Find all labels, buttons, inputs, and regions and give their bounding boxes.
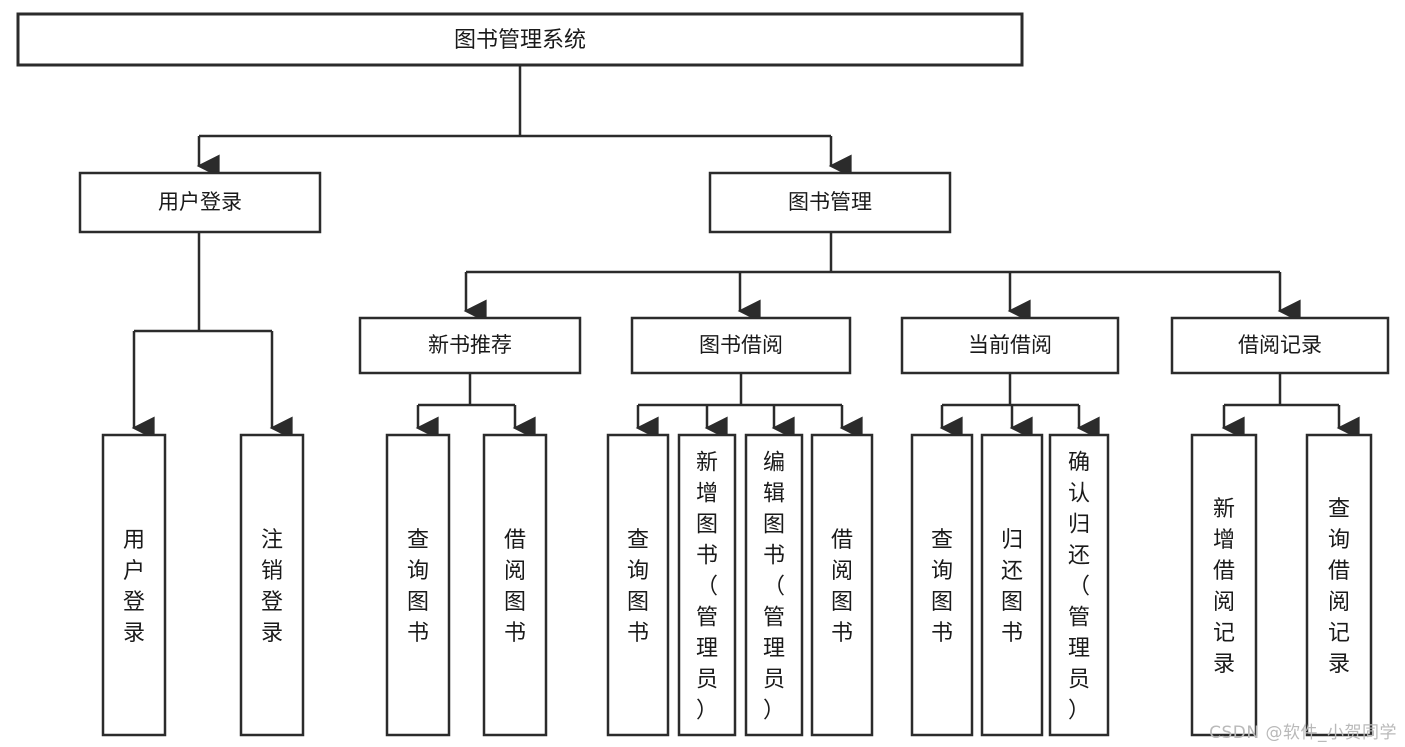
node-query-borrow-record[interactable]: 查询借阅记录 bbox=[1305, 433, 1373, 737]
node-add-borrow-record[interactable]: 新增借阅记录 bbox=[1190, 433, 1258, 737]
node-new-book-recommend-label: 新书推荐 bbox=[428, 333, 512, 357]
node-user-login-leaf-label: 用户登录 bbox=[123, 528, 145, 646]
node-add-borrow-record-box[interactable] bbox=[1190, 433, 1258, 737]
node-current-borrow[interactable]: 当前借阅 bbox=[900, 316, 1120, 375]
node-edit-book-admin-box[interactable] bbox=[744, 433, 804, 737]
node-user-logout-leaf-box[interactable] bbox=[239, 433, 305, 737]
node-borrow-record-box[interactable] bbox=[1170, 316, 1390, 375]
node-borrow-record[interactable]: 借阅记录 bbox=[1170, 316, 1390, 375]
node-add-book-admin[interactable]: 新增图书（管理员） bbox=[677, 433, 737, 737]
connector-group-book-borrow bbox=[635, 373, 863, 440]
node-book-management-box[interactable] bbox=[708, 171, 952, 234]
node-root[interactable]: 图书管理系统 bbox=[16, 12, 1024, 67]
node-borrow-book-1[interactable]: 借阅图书 bbox=[482, 433, 548, 737]
node-return-book-box[interactable] bbox=[980, 433, 1044, 737]
node-query-borrow-record-label: 查询借阅记录 bbox=[1328, 497, 1350, 677]
connector-group-book-management bbox=[463, 232, 1301, 323]
node-borrow-book-2-box[interactable] bbox=[810, 433, 874, 737]
node-query-book-2[interactable]: 查询图书 bbox=[606, 433, 670, 737]
node-book-management[interactable]: 图书管理 bbox=[708, 171, 952, 234]
node-user-login-leaf[interactable]: 用户登录 bbox=[101, 433, 167, 737]
node-user-logout-leaf[interactable]: 注销登录 bbox=[239, 433, 305, 737]
node-add-book-admin-label: 新增图书（管理员） bbox=[696, 451, 718, 724]
node-book-borrow-box[interactable] bbox=[630, 316, 852, 375]
node-query-book-3-label: 查询图书 bbox=[931, 528, 953, 646]
node-borrow-book-1-box[interactable] bbox=[482, 433, 548, 737]
node-edit-book-admin[interactable]: 编辑图书（管理员） bbox=[744, 433, 804, 737]
connector-group-new-book-recommend bbox=[415, 373, 536, 440]
node-borrow-record-label: 借阅记录 bbox=[1238, 333, 1322, 357]
node-current-borrow-label: 当前借阅 bbox=[968, 333, 1052, 357]
node-add-book-admin-box[interactable] bbox=[677, 433, 737, 737]
node-user-login[interactable]: 用户登录 bbox=[78, 171, 322, 234]
node-borrow-book-1-label: 借阅图书 bbox=[504, 528, 526, 646]
connector-group-user-login bbox=[131, 232, 293, 440]
node-confirm-return-admin-label: 确认归还（管理员） bbox=[1068, 451, 1090, 724]
node-query-book-2-label: 查询图书 bbox=[627, 528, 649, 646]
node-root-label: 图书管理系统 bbox=[454, 28, 586, 53]
node-user-login-box[interactable] bbox=[78, 171, 322, 234]
connector-group-current-borrow bbox=[939, 373, 1100, 440]
node-edit-book-admin-label: 编辑图书（管理员） bbox=[763, 451, 785, 724]
node-return-book-label: 归还图书 bbox=[1001, 528, 1023, 646]
connector-group-root bbox=[196, 65, 852, 178]
node-new-book-recommend[interactable]: 新书推荐 bbox=[358, 316, 582, 375]
node-query-book-3-box[interactable] bbox=[910, 433, 974, 737]
node-query-book-3[interactable]: 查询图书 bbox=[910, 433, 974, 737]
node-root-box[interactable] bbox=[16, 12, 1024, 67]
node-user-logout-leaf-label: 注销登录 bbox=[261, 528, 283, 646]
node-query-book-1[interactable]: 查询图书 bbox=[385, 433, 451, 737]
node-query-book-1-box[interactable] bbox=[385, 433, 451, 737]
node-return-book[interactable]: 归还图书 bbox=[980, 433, 1044, 737]
node-user-login-leaf-box[interactable] bbox=[101, 433, 167, 737]
node-user-login-label: 用户登录 bbox=[158, 190, 242, 214]
node-new-book-recommend-box[interactable] bbox=[358, 316, 582, 375]
node-add-borrow-record-label: 新增借阅记录 bbox=[1213, 497, 1235, 677]
node-current-borrow-box[interactable] bbox=[900, 316, 1120, 375]
node-query-book-2-box[interactable] bbox=[606, 433, 670, 737]
node-query-borrow-record-box[interactable] bbox=[1305, 433, 1373, 737]
node-book-management-label: 图书管理 bbox=[788, 190, 872, 214]
node-book-borrow-label: 图书借阅 bbox=[699, 333, 783, 357]
node-confirm-return-admin[interactable]: 确认归还（管理员） bbox=[1048, 433, 1110, 737]
node-borrow-book-2[interactable]: 借阅图书 bbox=[810, 433, 874, 737]
node-confirm-return-admin-box[interactable] bbox=[1048, 433, 1110, 737]
node-query-book-1-label: 查询图书 bbox=[407, 528, 429, 646]
connector-group-borrow-record bbox=[1221, 373, 1360, 440]
node-book-borrow[interactable]: 图书借阅 bbox=[630, 316, 852, 375]
node-borrow-book-2-label: 借阅图书 bbox=[831, 528, 853, 646]
